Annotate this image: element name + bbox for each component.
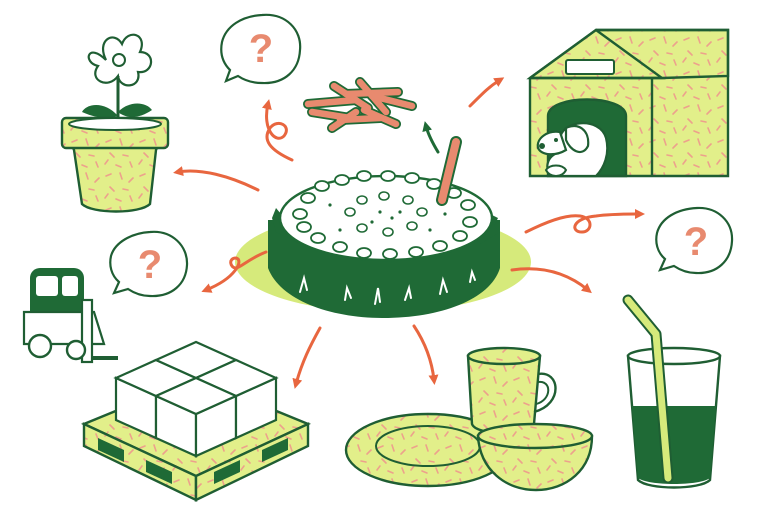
arrow-to-question-left xyxy=(201,250,268,293)
drinking-straw-glass-icon xyxy=(622,294,722,489)
question-bubble-left: ? xyxy=(109,230,189,298)
question-mark-top: ? xyxy=(249,27,273,71)
arrow-to-question-top xyxy=(262,99,294,162)
plate-cup-bowl-icon xyxy=(344,346,594,492)
arrow-to-sticks xyxy=(422,121,440,154)
forklift-icon xyxy=(22,268,118,364)
question-mark-left: ? xyxy=(138,243,162,287)
arrow-to-straw-drink xyxy=(510,267,592,294)
arrow-to-flower-pot xyxy=(173,166,260,192)
question-bubble-top: ? xyxy=(220,13,302,85)
process-arrows xyxy=(173,77,645,389)
arrow-to-question-right xyxy=(524,209,645,234)
arrow-to-dog-house xyxy=(468,77,505,108)
question-bubble-right: ? xyxy=(655,206,734,275)
dog-house-icon xyxy=(526,28,730,178)
arrow-to-tableware xyxy=(412,324,439,385)
fiber-sticks-icon xyxy=(303,77,417,133)
sawn-stalk-cross-section-icon xyxy=(235,136,531,318)
arrow-to-pallet xyxy=(292,326,322,389)
question-mark-right: ? xyxy=(684,220,708,264)
pallet-with-boxes-icon xyxy=(81,340,311,502)
flower-pot-icon xyxy=(60,33,170,213)
